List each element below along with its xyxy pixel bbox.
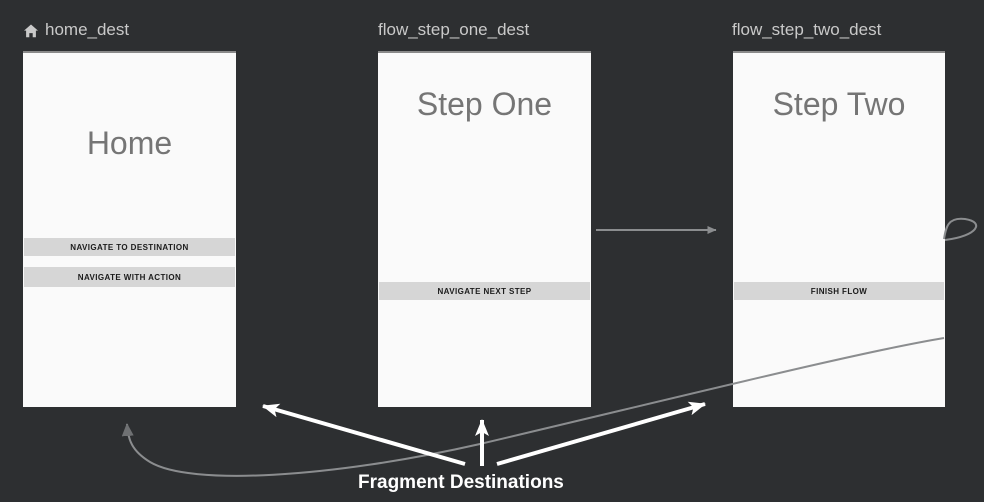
finish-flow-button[interactable]: FINISH FLOW: [734, 282, 944, 300]
destination-label-text: flow_step_two_dest: [732, 20, 882, 39]
destination-label-text: flow_step_one_dest: [378, 20, 530, 39]
screen-title-home: Home: [86, 125, 173, 161]
destination-label-flow-step-two-dest: flow_step_two_dest: [732, 20, 881, 40]
destination-card-home-dest[interactable]: Home NAVIGATE TO DESTINATION NAVIGATE WI…: [23, 51, 236, 407]
destination-label-home-dest: home_dest: [23, 20, 129, 40]
annotation-arrow-right: [496, 401, 706, 466]
destination-label-flow-step-one-dest: flow_step_one_dest: [378, 20, 529, 40]
annotation-caption: Fragment Destinations: [358, 472, 564, 493]
annotation-arrow-left: [262, 403, 466, 466]
navigate-to-destination-button[interactable]: NAVIGATE TO DESTINATION: [24, 238, 235, 256]
screen-title-step-one: Step One: [416, 86, 553, 122]
destination-card-flow-step-two-dest[interactable]: Step Two FINISH FLOW: [733, 51, 945, 407]
navigate-with-action-button[interactable]: NAVIGATE WITH ACTION: [24, 267, 235, 287]
destination-label-text: home_dest: [45, 20, 130, 39]
screen-title-step-two: Step Two: [772, 86, 906, 122]
destination-card-flow-step-one-dest[interactable]: Step One NAVIGATE NEXT STEP: [378, 51, 591, 407]
home-icon: [23, 23, 39, 39]
navigate-next-step-button[interactable]: NAVIGATE NEXT STEP: [379, 282, 590, 300]
